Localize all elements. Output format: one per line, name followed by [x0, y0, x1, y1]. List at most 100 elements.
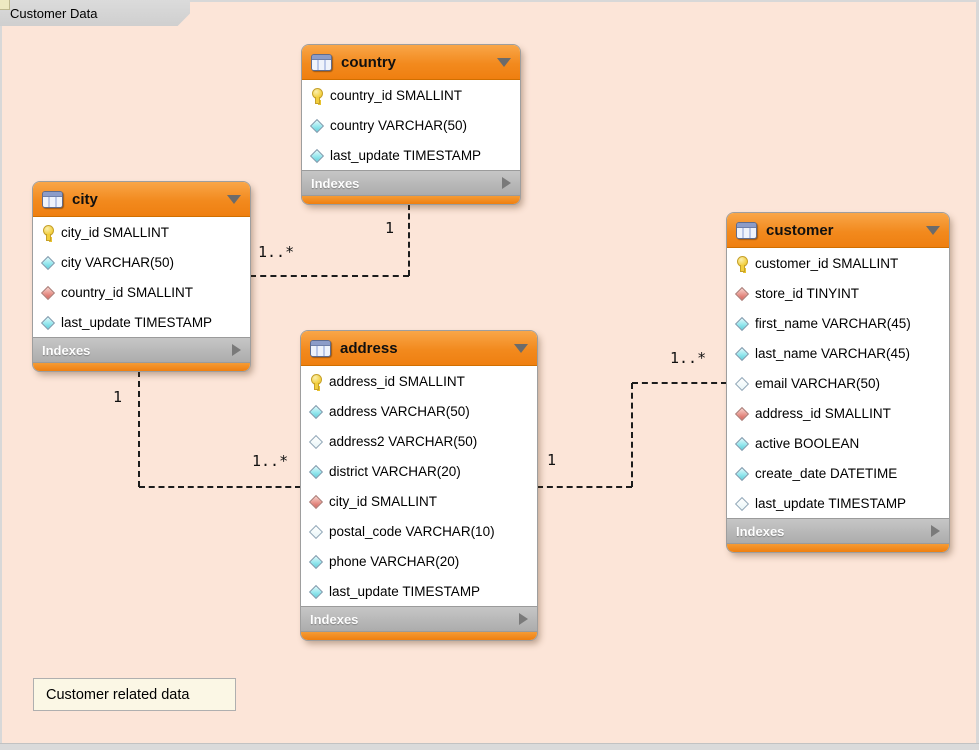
column-email[interactable]: email VARCHAR(50) — [727, 368, 949, 398]
expand-arrow-icon — [232, 344, 241, 356]
column-text: address2 VARCHAR(50) — [329, 433, 478, 449]
collapse-arrow-icon[interactable] — [497, 57, 511, 67]
canvas-border-right — [976, 0, 979, 743]
layer-corner-handle — [0, 0, 10, 10]
relationship-city-address-line[interactable] — [138, 371, 140, 487]
column-text: district VARCHAR(20) — [329, 463, 461, 479]
column-country_id[interactable]: country_id SMALLINT — [302, 80, 520, 110]
column-text: first_name VARCHAR(45) — [755, 315, 911, 331]
attribute-icon — [309, 465, 322, 478]
relationship-address-customer-line[interactable] — [631, 383, 633, 487]
column-text: last_name VARCHAR(45) — [755, 345, 911, 361]
table-icon — [736, 221, 757, 239]
table-title: city — [72, 190, 98, 208]
attribute-icon — [309, 585, 322, 598]
collapse-arrow-icon[interactable] — [514, 343, 528, 353]
table-footer — [301, 632, 537, 640]
relationship-address-customer-line[interactable] — [537, 486, 632, 488]
column-customer_id[interactable]: customer_id SMALLINT — [727, 248, 949, 278]
column-text: last_update TIMESTAMP — [61, 314, 213, 330]
table-footer — [302, 196, 520, 204]
attribute-icon — [309, 555, 322, 568]
column-first_name[interactable]: first_name VARCHAR(45) — [727, 308, 949, 338]
column-last_name[interactable]: last_name VARCHAR(45) — [727, 338, 949, 368]
column-address_id[interactable]: address_id SMALLINT — [727, 398, 949, 428]
collapse-arrow-icon[interactable] — [227, 194, 241, 204]
column-country[interactable]: country VARCHAR(50) — [302, 110, 520, 140]
attribute-icon — [41, 316, 54, 329]
indexes-label: Indexes — [42, 342, 91, 358]
indexes-row[interactable]: Indexes — [301, 606, 537, 632]
foreign-key-icon — [735, 407, 748, 420]
layer-tab-customer-data[interactable]: Customer Data — [0, 0, 190, 26]
table-address[interactable]: address address_id SMALLINT address VARCHA… — [301, 331, 537, 640]
foreign-key-icon — [41, 286, 54, 299]
attribute-icon — [735, 317, 748, 330]
table-city[interactable]: city city_id SMALLINT city VARCHAR(50)coun… — [33, 182, 250, 371]
indexes-row[interactable]: Indexes — [302, 170, 520, 196]
table-header[interactable]: customer — [727, 213, 949, 248]
column-last_update[interactable]: last_update TIMESTAMP — [33, 307, 250, 337]
attribute-icon — [310, 119, 323, 132]
column-address[interactable]: address VARCHAR(50) — [301, 396, 537, 426]
relationship-address-customer-line[interactable] — [632, 382, 727, 384]
column-city[interactable]: city VARCHAR(50) — [33, 247, 250, 277]
column-address_id[interactable]: address_id SMALLINT — [301, 366, 537, 396]
table-footer — [727, 544, 949, 552]
column-city_id[interactable]: city_id SMALLINT — [33, 217, 250, 247]
column-phone[interactable]: phone VARCHAR(20) — [301, 546, 537, 576]
indexes-row[interactable]: Indexes — [33, 337, 250, 363]
table-title: address — [340, 339, 398, 357]
table-icon — [311, 53, 332, 71]
table-columns: country_id SMALLINT country VARCHAR(50) la… — [302, 80, 520, 170]
expand-arrow-icon — [502, 177, 511, 189]
table-header[interactable]: city — [33, 182, 250, 217]
cardinality-label: 1 — [113, 388, 123, 406]
table-header[interactable]: address — [301, 331, 537, 366]
table-header[interactable]: country — [302, 45, 520, 80]
attribute-icon — [310, 149, 323, 162]
column-last_update[interactable]: last_update TIMESTAMP — [727, 488, 949, 518]
relationship-city-address-line[interactable] — [139, 486, 301, 488]
table-icon — [310, 339, 331, 357]
horizontal-scrollbar[interactable] — [0, 743, 979, 750]
column-active[interactable]: active BOOLEAN — [727, 428, 949, 458]
cardinality-label: 1..* — [258, 243, 295, 261]
relationship-city-country-line[interactable] — [408, 204, 410, 276]
column-address2[interactable]: address2 VARCHAR(50) — [301, 426, 537, 456]
nullable-attribute-icon — [735, 377, 748, 390]
foreign-key-icon — [735, 287, 748, 300]
column-text: city_id SMALLINT — [329, 493, 438, 509]
column-text: country_id SMALLINT — [330, 87, 463, 103]
table-country[interactable]: country country_id SMALLINT country VARCHA… — [302, 45, 520, 204]
column-city_id[interactable]: city_id SMALLINT — [301, 486, 537, 516]
column-text: city_id SMALLINT — [61, 224, 170, 240]
column-last_update[interactable]: last_update TIMESTAMP — [302, 140, 520, 170]
table-columns: address_id SMALLINT address VARCHAR(50) ad… — [301, 366, 537, 606]
column-create_date[interactable]: create_date DATETIME — [727, 458, 949, 488]
column-district[interactable]: district VARCHAR(20) — [301, 456, 537, 486]
column-last_update[interactable]: last_update TIMESTAMP — [301, 576, 537, 606]
layer-tab-label: Customer Data — [10, 5, 98, 21]
cardinality-label: 1..* — [252, 452, 289, 470]
diagram-note[interactable]: Customer related data — [33, 678, 236, 711]
collapse-arrow-icon[interactable] — [926, 225, 940, 235]
column-postal_code[interactable]: postal_code VARCHAR(10) — [301, 516, 537, 546]
column-text: last_update TIMESTAMP — [330, 147, 482, 163]
column-store_id[interactable]: store_id TINYINT — [727, 278, 949, 308]
cardinality-label: 1..* — [670, 349, 707, 367]
attribute-icon — [41, 256, 54, 269]
relationship-city-country-line[interactable] — [250, 275, 409, 277]
primary-key-icon — [309, 373, 322, 390]
column-country_id[interactable]: country_id SMALLINT — [33, 277, 250, 307]
column-text: address_id SMALLINT — [329, 373, 465, 389]
attribute-icon — [735, 467, 748, 480]
indexes-row[interactable]: Indexes — [727, 518, 949, 544]
table-footer — [33, 363, 250, 371]
expand-arrow-icon — [519, 613, 528, 625]
column-text: last_update TIMESTAMP — [755, 495, 907, 511]
indexes-label: Indexes — [310, 611, 359, 627]
